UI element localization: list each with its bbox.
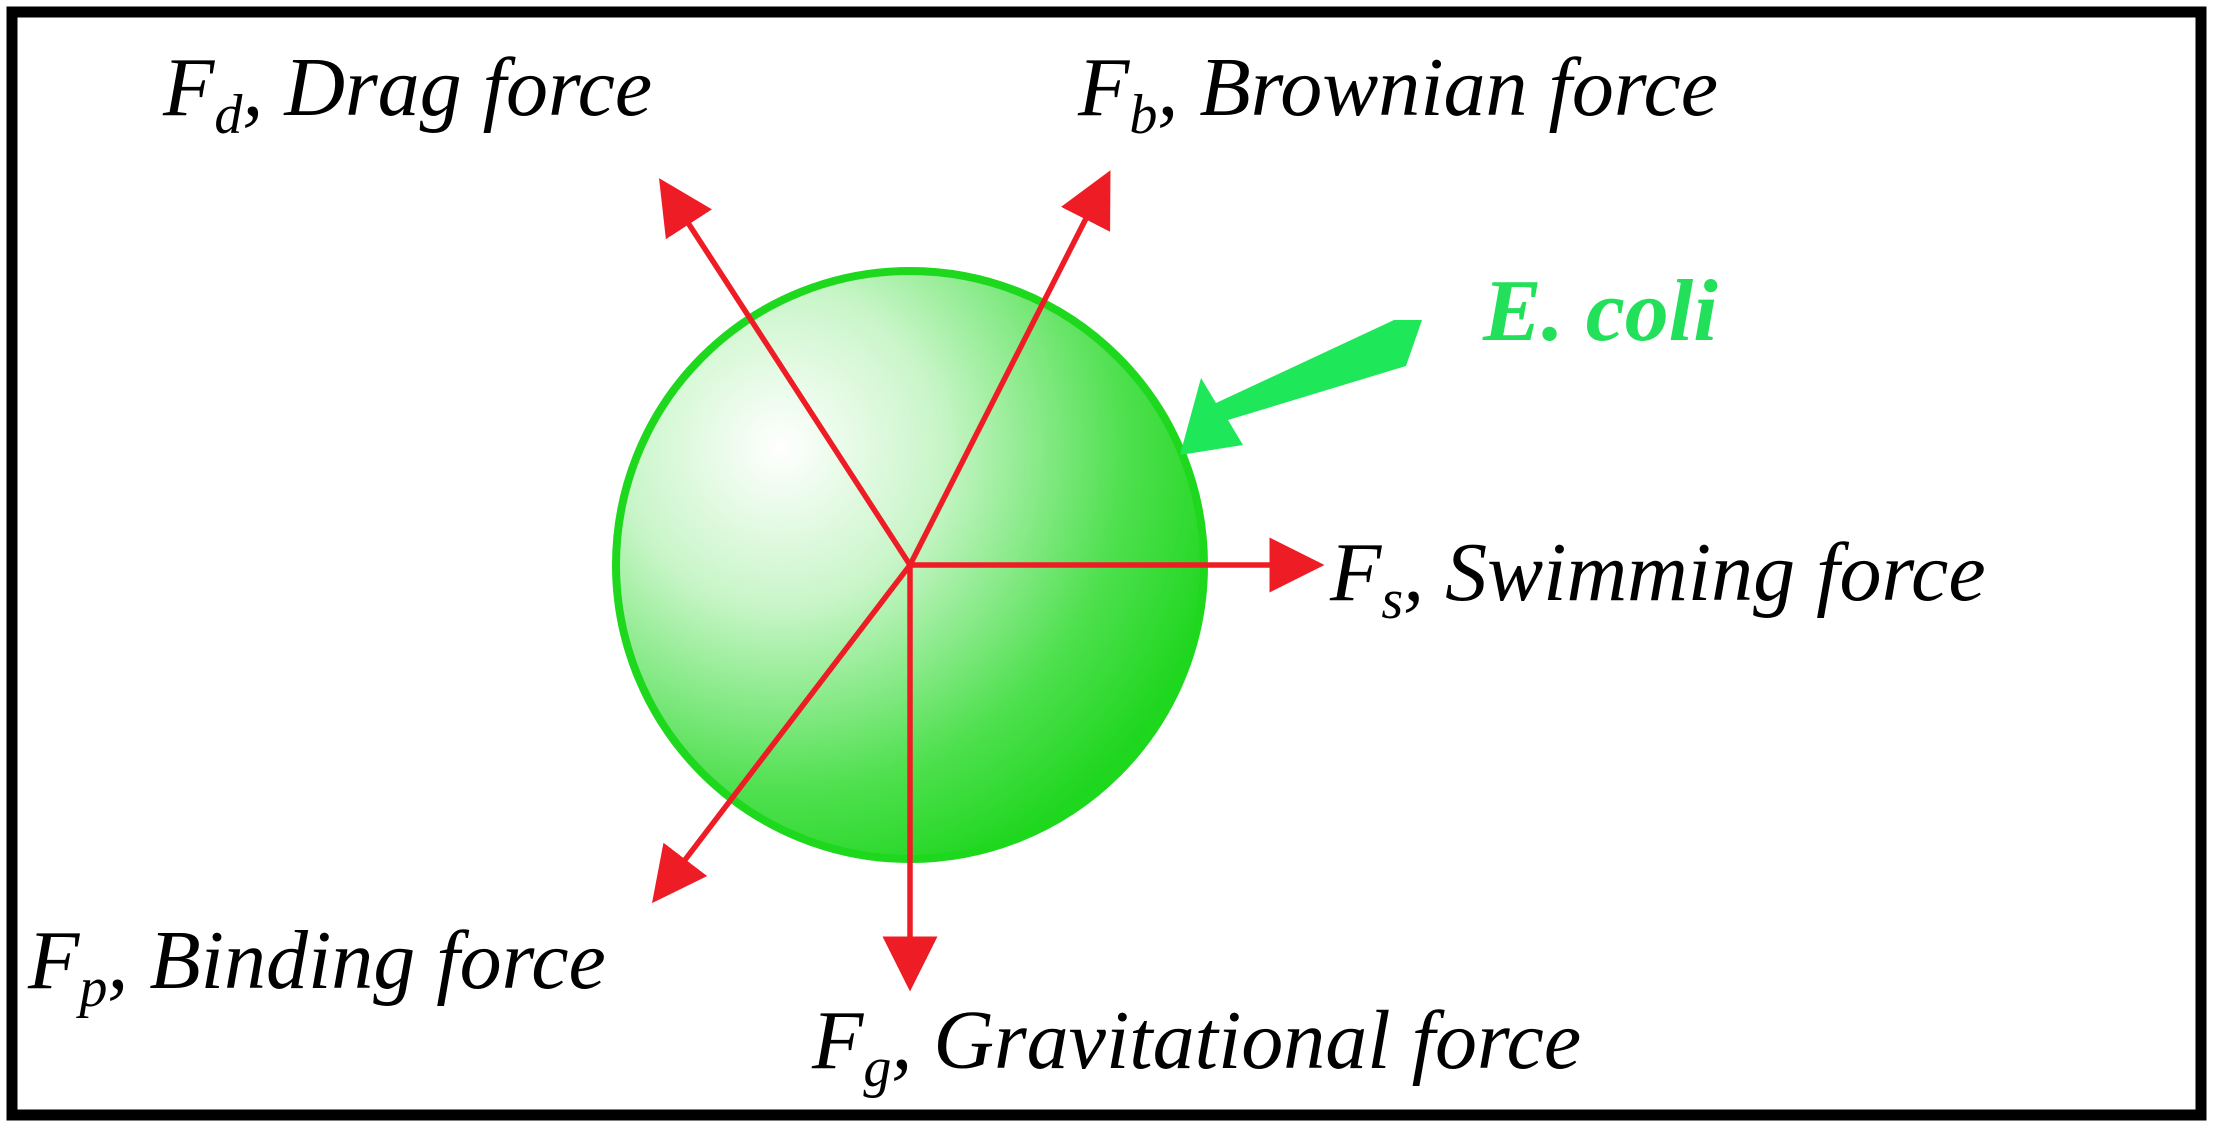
force-description: Gravitational force <box>933 994 1581 1087</box>
swimming-force-label: Fs, Swimming force <box>1329 526 1986 631</box>
force-symbol: F <box>162 41 216 134</box>
force-subscript: d <box>214 84 243 146</box>
force-symbol: F <box>27 914 81 1007</box>
force-description: Drag force <box>283 41 652 134</box>
force-symbol: F <box>1077 41 1131 134</box>
force-description: Swimming force <box>1445 526 1986 619</box>
force-description: Binding force <box>149 914 605 1007</box>
force-subscript: b <box>1129 84 1157 146</box>
force-subscript: p <box>75 957 107 1019</box>
drag-force-arrow <box>659 178 913 567</box>
force-subscript: s <box>1381 569 1403 631</box>
force-symbol: F <box>1329 526 1383 619</box>
force-subscript: g <box>863 1037 891 1099</box>
force-arrows <box>651 170 1325 992</box>
force-symbol: F <box>811 994 865 1087</box>
force-description: Brownian force <box>1199 41 1718 134</box>
gravitational-force-label: Fg, Gravitational force <box>811 994 1581 1099</box>
brownian-force-label: Fb, Brownian force <box>1077 41 1718 146</box>
ecoli-pointer-arrow <box>1180 320 1422 455</box>
binding-force-label: Fp, Binding force <box>27 914 606 1019</box>
ecoli-label: E. coli <box>1482 263 1718 360</box>
brownian-force-arrow <box>907 170 1111 567</box>
drag-force-label: Fd, Drag force <box>162 41 652 146</box>
binding-force-arrow <box>651 563 913 904</box>
